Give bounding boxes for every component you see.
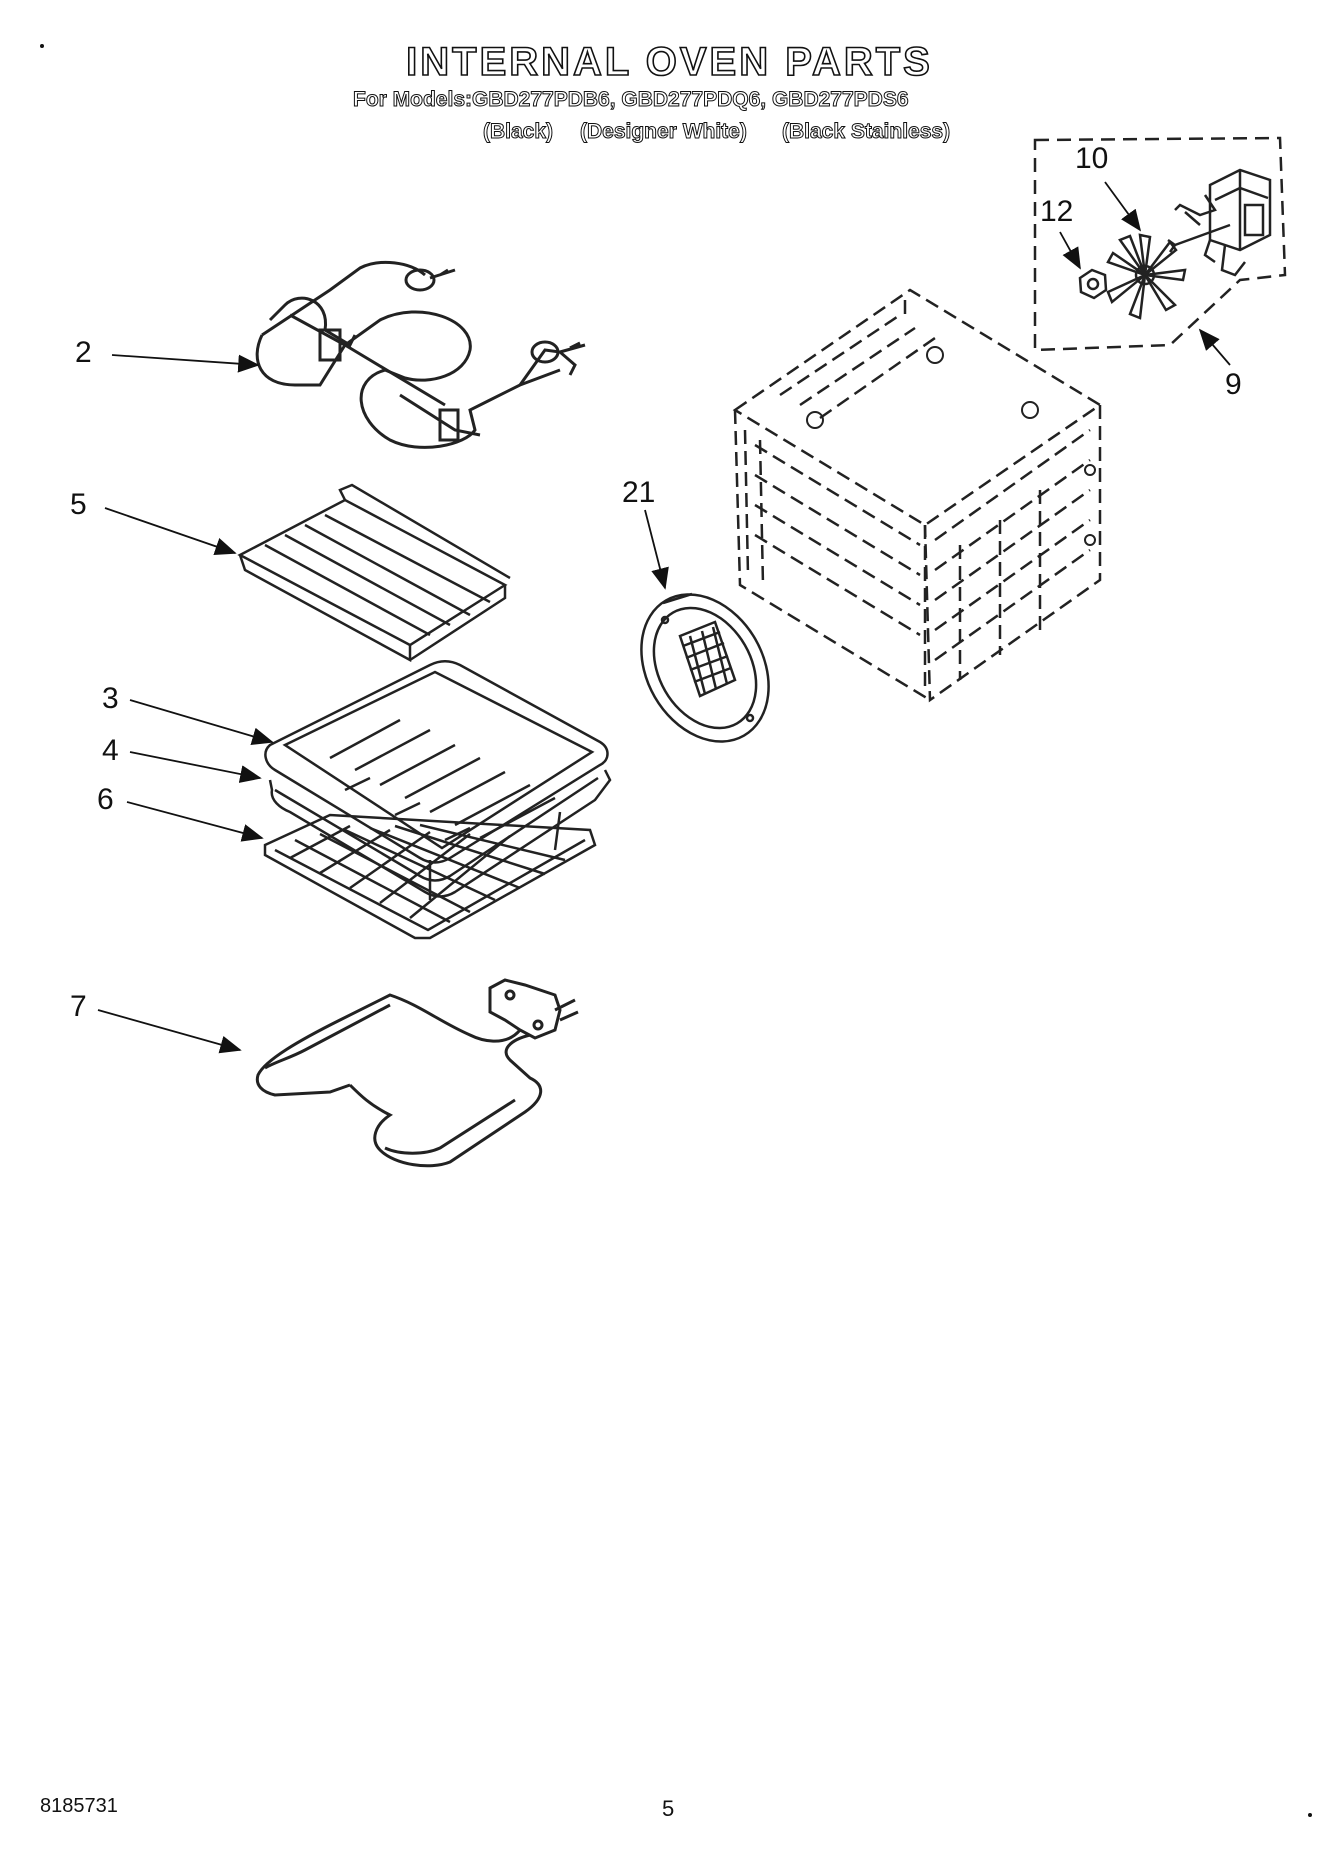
callout-21: 21 xyxy=(622,476,656,509)
variant-designer-white: (Designer White) xyxy=(580,120,748,144)
callout-7: 7 xyxy=(70,990,87,1023)
broiler-pan-part xyxy=(264,660,612,900)
upper-element-part xyxy=(255,260,586,449)
callout-9: 9 xyxy=(1225,368,1242,401)
nut-part xyxy=(1078,268,1108,300)
fan-cover-part xyxy=(640,592,770,743)
variant-black: (Black) xyxy=(482,120,554,144)
callout-12: 12 xyxy=(1040,195,1074,228)
callout-2: 2 xyxy=(75,336,92,369)
callout-4: 4 xyxy=(102,734,119,767)
oven-cavity-part xyxy=(732,288,1103,703)
broil-rack-part xyxy=(237,483,511,663)
callout-10: 10 xyxy=(1075,142,1109,175)
page-number: 5 xyxy=(662,1796,675,1821)
lower-element-part xyxy=(255,978,579,1168)
callout-5: 5 xyxy=(70,488,87,521)
fan-assembly-box xyxy=(1033,136,1287,352)
callout-6: 6 xyxy=(97,783,114,816)
variant-black-stainless: (Black Stainless) xyxy=(781,120,951,144)
models-line: For Models:GBD277PDB6, GBD277PDQ6, GBD27… xyxy=(353,88,910,112)
callout-3: 3 xyxy=(102,682,119,715)
oven-rack-part xyxy=(263,813,597,940)
document-number: 8185731 xyxy=(40,1795,118,1817)
fan-motor-part xyxy=(1167,168,1272,277)
page-title: INTERNAL OVEN PARTS xyxy=(405,39,933,85)
